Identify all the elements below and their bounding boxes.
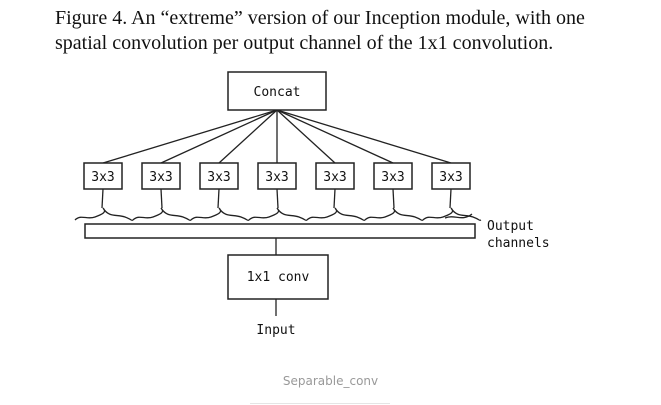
conv-box (227, 254, 329, 300)
channel-brace-tail (444, 213, 473, 219)
fan-lines (102, 109, 452, 164)
branch-stem (333, 188, 336, 209)
fan-line (276, 109, 336, 164)
branch-label: 3x3 (323, 170, 346, 185)
branch-box (83, 162, 123, 190)
fan-line (160, 109, 278, 164)
branch-boxes: 3x3 3x3 3x3 3x3 3x3 3x3 3x3 (83, 162, 471, 190)
branch-stem (449, 188, 452, 209)
channel-brace (190, 207, 250, 222)
branch-label: 3x3 (439, 170, 462, 185)
output-label-line-2: channels (487, 236, 550, 251)
branch-box (431, 162, 471, 190)
fan-line (276, 109, 394, 164)
output-label-line-1: Output (487, 219, 534, 234)
channel-brace (306, 207, 366, 222)
branch-stem (217, 188, 220, 209)
branch-box (199, 162, 239, 190)
conv-label: 1x1 conv (247, 270, 310, 285)
branch-stem (160, 188, 163, 209)
channel-brace (74, 207, 134, 222)
branch-label: 3x3 (381, 170, 404, 185)
branch-label: 3x3 (207, 170, 230, 185)
branch-box (373, 162, 413, 190)
branch-label: 3x3 (265, 170, 288, 185)
concat-box (227, 71, 327, 111)
channel-bar (84, 223, 476, 239)
channel-brace (132, 207, 192, 222)
channel-brace (364, 207, 424, 222)
branch-connectors (74, 188, 482, 222)
caption-line-2: spatial convolution per output channel o… (55, 32, 554, 54)
image-filename-label: Separable_conv (282, 374, 379, 388)
channel-brace (422, 207, 482, 222)
branch-label: 3x3 (91, 170, 114, 185)
footer-divider (250, 403, 390, 404)
fan-line (276, 109, 452, 164)
branch-stem (276, 188, 279, 209)
concat-label: Concat (254, 85, 301, 100)
input-label: Input (256, 323, 295, 338)
branch-box (257, 162, 297, 190)
figure-caption: Figure 4. An “extreme” version of our In… (55, 6, 645, 56)
caption-line-1: Figure 4. An “extreme” version of our In… (55, 7, 585, 29)
branch-stem (101, 188, 104, 209)
fan-line (218, 109, 278, 164)
channel-brace (248, 207, 308, 222)
branch-label: 3x3 (149, 170, 172, 185)
branch-box (315, 162, 355, 190)
branch-box (141, 162, 181, 190)
branch-stem (392, 188, 395, 209)
fan-line (102, 109, 278, 164)
